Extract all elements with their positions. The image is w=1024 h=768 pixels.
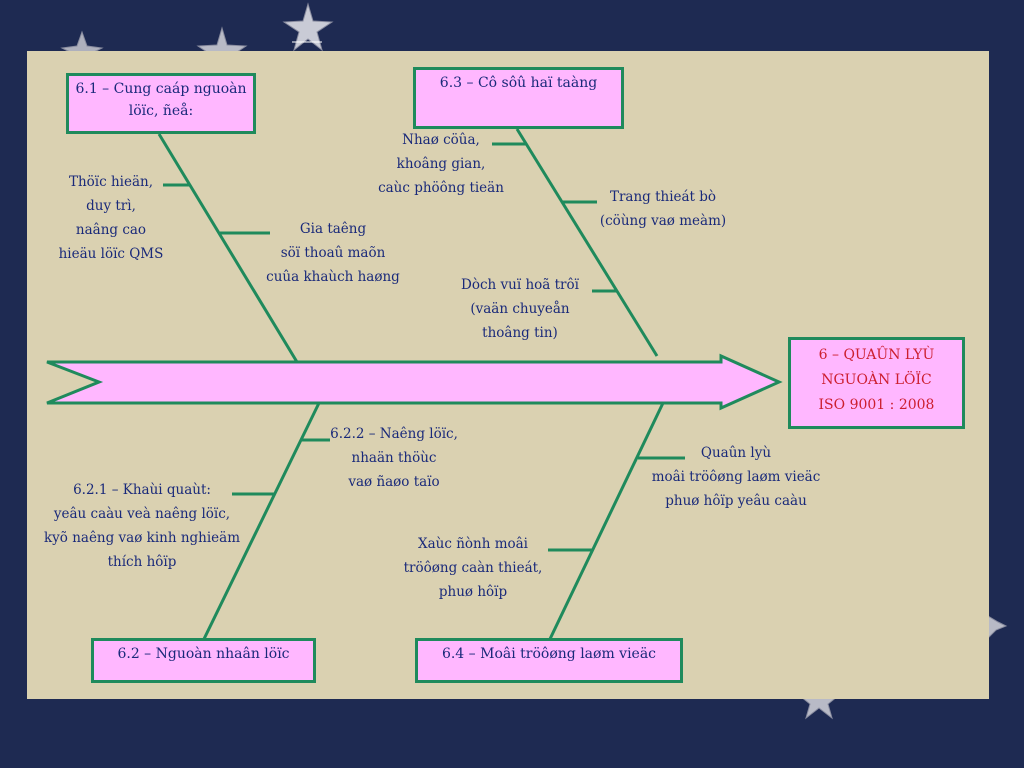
category-label-line: 6.2 – Nguoàn nhaân löïc (117, 646, 290, 662)
cause-label-line: moâi tröôøng laøm vieäc (651, 469, 821, 485)
cause-label-line: phuø hôïp (438, 584, 508, 600)
category-box-6-4: 6.4 – Moâi tröôøng laøm vieäc (415, 638, 683, 683)
cause-label-line: khoâng gian, (396, 156, 486, 172)
cause-label-line: 6.2.1 – Khaùi quaùt: (73, 482, 211, 498)
cause-label-line: phuø hôïp yeâu caàu (665, 493, 807, 509)
cause-label-line: vaø ñaøo taïo (348, 474, 440, 490)
cause-label-line: Quaûn lyù (700, 445, 772, 461)
cause-label-line: tröôøng caàn thieát, (403, 560, 543, 576)
star-icon (988, 615, 1008, 639)
cause-dich-vu: Dòch vuï hoã trôï (vaän chuyeån thoâng t… (455, 273, 585, 345)
category-label-line: 6.4 – Moâi tröôøng laøm vieäc (441, 646, 657, 662)
category-box-6-3: 6.3 – Cô sôû haï taàng (413, 67, 624, 129)
cause-6-2-2: 6.2.2 – Naêng löïc, nhaän thöùc vaø ñaøo… (327, 422, 461, 494)
cause-label-line: hieäu löïc QMS (58, 246, 164, 262)
category-label-line: löïc, ñeå: (128, 103, 194, 119)
star-icon (196, 26, 248, 56)
cause-label-line: Dòch vuï hoã trôï (461, 277, 579, 293)
bone-6-2 (202, 402, 321, 640)
star-icon (60, 30, 104, 54)
cause-label-line: thích hôïp (107, 554, 177, 570)
cause-xac-dinh: Xaùc ñònh moâi tröôøng caàn thieát, phuø… (402, 532, 544, 604)
cause-label-line: nhaän thöùc (351, 450, 437, 466)
diagram-slide: 6.1 – Cung caáp nguoàn löïc, ñeå: 6.3 – … (27, 51, 989, 699)
effect-label-line: 6 – QUAÛN LYÙ (818, 347, 935, 363)
cause-6-2-1: 6.2.1 – Khaùi quaùt: yeâu caàu veà naêng… (41, 478, 243, 574)
cause-gia-tang: Gia taêng söï thoaû maõn cuûa khaùch haø… (263, 217, 403, 289)
cause-nha-cua: Nhaø cöûa, khoâng gian, caùc phöông tieä… (370, 128, 512, 200)
cause-label-line: Thöïc hieän, (68, 174, 154, 190)
cause-label-line: (cöùng vaø meàm) (599, 213, 727, 229)
cause-label-line: naâng cao (75, 222, 147, 238)
bone-6-4 (548, 402, 665, 640)
star-icon (799, 696, 839, 720)
cause-label-line: caùc phöông tieän (378, 180, 504, 196)
cause-thuc-hien: Thöïc hieän, duy trì, naâng cao hieäu lö… (57, 170, 165, 266)
cause-label-line: Xaùc ñònh moâi (417, 536, 528, 552)
spine-arrow (46, 353, 783, 411)
bone-6-1 (157, 133, 299, 363)
effect-label-line: NGUOÀN LÖÏC (821, 372, 932, 388)
fishbone-lines (46, 128, 783, 640)
cause-label-line: Nhaø cöûa, (402, 132, 480, 148)
cause-trang-thiet-bi: Trang thieát bò (cöùng vaø meàm) (595, 185, 731, 233)
effect-box: 6 – QUAÛN LYÙ NGUOÀN LÖÏC ISO 9001 : 200… (788, 337, 965, 429)
cause-label-line: 6.2.2 – Naêng löïc, (330, 426, 458, 442)
cause-label-line: Trang thieát bò (609, 189, 717, 205)
category-label-line: 6.1 – Cung caáp nguoàn (75, 81, 247, 97)
cause-quan-ly: Quaûn lyù moâi tröôøng laøm vieäc phuø h… (645, 441, 827, 513)
cause-label-line: söï thoaû maõn (280, 245, 386, 261)
cause-label-line: thoâng tin) (482, 325, 558, 341)
cause-label-line: Gia taêng (299, 221, 367, 237)
cause-label-line: (vaän chuyeån (470, 301, 570, 317)
cause-label-line: kyõ naêng vaø kinh nghieäm (43, 530, 241, 546)
cause-label-line: cuûa khaùch haøng (266, 269, 400, 285)
category-box-6-2: 6.2 – Nguoàn nhaân löïc (91, 638, 316, 683)
category-label-line: 6.3 – Cô sôû haï taàng (439, 75, 598, 91)
effect-label-line: ISO 9001 : 2008 (818, 397, 935, 413)
category-box-6-1: 6.1 – Cung caáp nguoàn löïc, ñeå: (66, 73, 256, 134)
cause-label-line: duy trì, (86, 198, 136, 214)
cause-label-line: yeâu caàu veà naêng löïc, (53, 506, 231, 522)
star-icon (282, 2, 334, 52)
bone-6-3 (515, 128, 659, 357)
